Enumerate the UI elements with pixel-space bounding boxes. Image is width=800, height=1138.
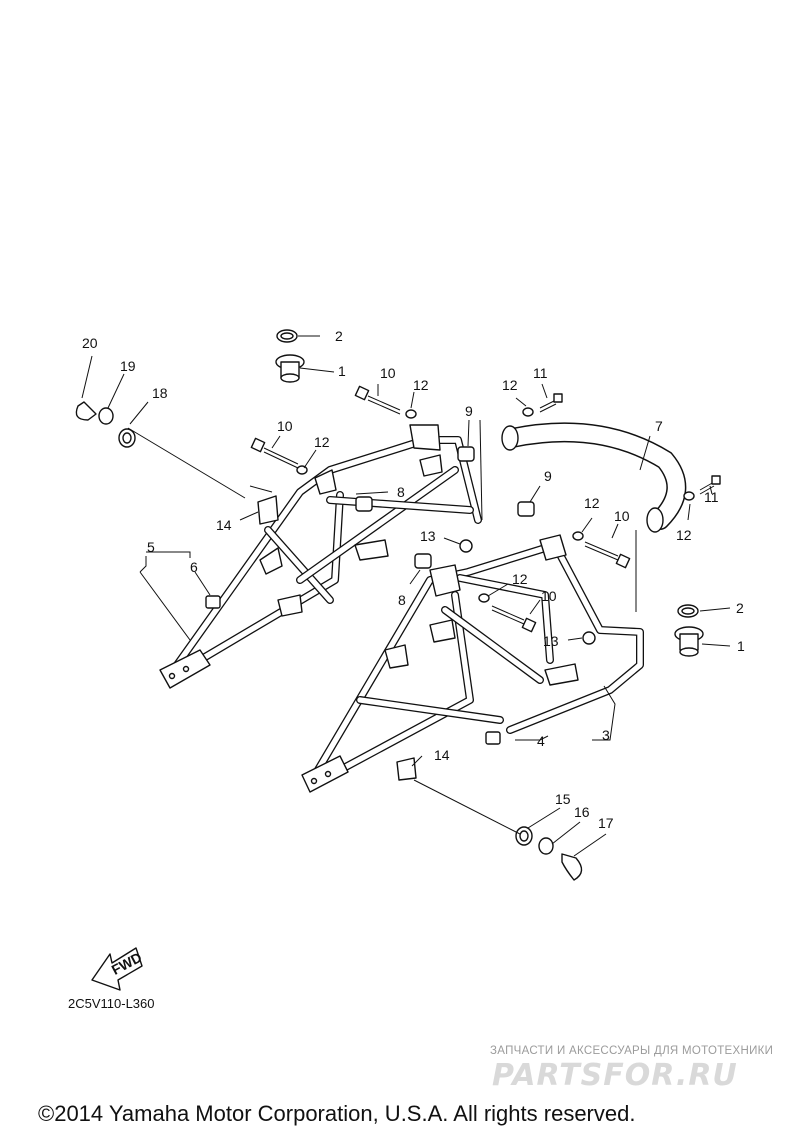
callout-14: 14 — [216, 517, 232, 533]
callout-15: 15 — [555, 791, 571, 807]
callout-1: 1 — [737, 638, 745, 654]
callout-13: 13 — [420, 528, 436, 544]
callout-3: 3 — [602, 727, 610, 743]
watermark-brand: PARTSFOR.RU — [492, 1058, 738, 1093]
leader-lines — [81, 335, 731, 857]
small-parts — [75, 329, 721, 881]
callout-10: 10 — [277, 418, 293, 434]
right-guard-frame — [301, 534, 644, 793]
callout-12: 12 — [314, 434, 330, 450]
cross-bar — [501, 422, 687, 533]
callout-9: 9 — [544, 468, 552, 484]
callout-10: 10 — [541, 588, 557, 604]
callout-10: 10 — [380, 365, 396, 381]
callout-13: 13 — [543, 633, 559, 649]
diagram-code: 2C5V110-L360 — [68, 996, 155, 1011]
callout-4: 4 — [537, 733, 545, 749]
callout-9: 9 — [465, 403, 473, 419]
callout-12: 12 — [512, 571, 528, 587]
callout-5: 5 — [147, 539, 155, 555]
callout-2: 2 — [736, 600, 744, 616]
callout-17: 17 — [598, 815, 614, 831]
callout-8: 8 — [398, 592, 406, 608]
callout-6: 6 — [190, 559, 198, 575]
callout-12: 12 — [584, 495, 600, 511]
fwd-arrow: FWD — [91, 947, 144, 991]
callout-12: 12 — [502, 377, 518, 393]
callout-11: 11 — [533, 365, 548, 381]
callout-14: 14 — [434, 747, 450, 763]
callout-16: 16 — [574, 804, 590, 820]
callout-12: 12 — [413, 377, 429, 393]
callout-12: 12 — [676, 527, 692, 543]
callout-7: 7 — [655, 418, 663, 434]
callout-numbers: 2 1 10 12 9 12 11 7 10 12 8 9 12 10 12 1… — [82, 328, 745, 831]
callout-2: 2 — [335, 328, 343, 344]
callout-8: 8 — [397, 484, 405, 500]
copyright-notice: ©2014 Yamaha Motor Corporation, U.S.A. A… — [38, 1101, 636, 1126]
callout-10: 10 — [614, 508, 630, 524]
callout-20: 20 — [82, 335, 98, 351]
callout-18: 18 — [152, 385, 168, 401]
watermark-tagline: ЗАПЧАСТИ И АКСЕССУАРЫ ДЛЯ МОТОТЕХНИКИ — [490, 1045, 774, 1057]
callout-1: 1 — [338, 363, 346, 379]
callout-19: 19 — [120, 358, 136, 374]
callout-11: 11 — [704, 489, 719, 505]
